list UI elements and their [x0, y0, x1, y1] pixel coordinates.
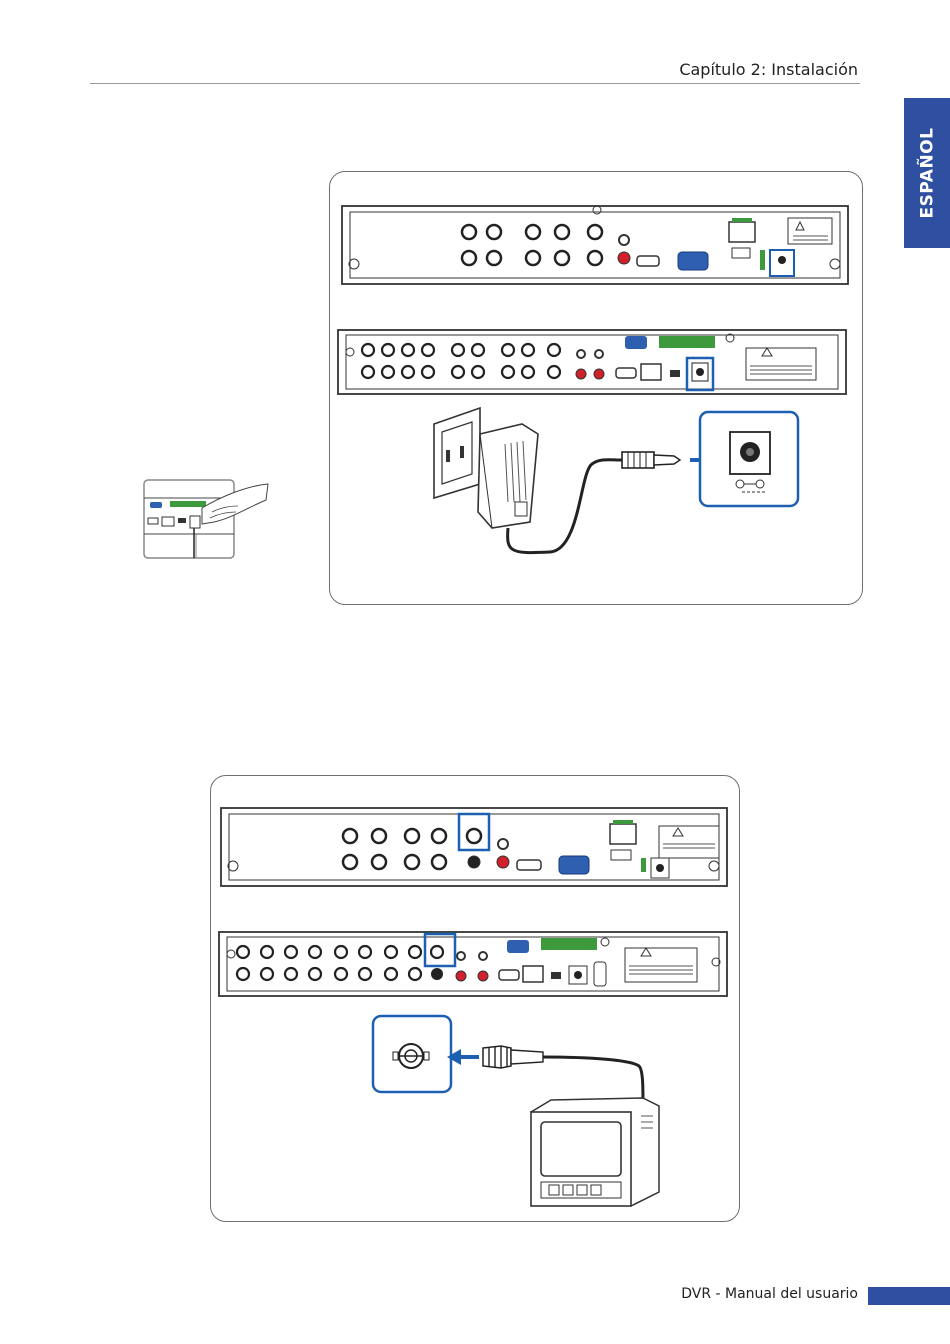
footer-accent-bar: [868, 1287, 950, 1305]
power-connection-figure: [329, 171, 863, 605]
dvr-rear-panel-8ch: [221, 808, 727, 886]
hand-inset-illustration: [142, 478, 272, 560]
monitor-connection-figure: [210, 775, 740, 1222]
language-tab-label: ESPAÑOL: [917, 128, 937, 219]
bnc-cable: [447, 1046, 643, 1106]
dvr-rear-panel-8ch: [342, 206, 848, 284]
dc-power-jack-closeup: [700, 412, 798, 506]
chapter-title: Capítulo 2: Instalación: [679, 60, 858, 79]
dvr-rear-panel-16ch: [219, 932, 727, 996]
wall-outlet: [434, 408, 480, 498]
bnc-video-out-closeup: [373, 1016, 451, 1092]
power-adapter: [478, 424, 720, 553]
footer-manual-title: DVR - Manual del usuario: [681, 1286, 858, 1302]
crt-monitor: [531, 1098, 659, 1206]
header-divider: [90, 83, 860, 84]
language-tab: ESPAÑOL: [904, 98, 950, 248]
dvr-rear-panel-16ch: [338, 330, 846, 394]
